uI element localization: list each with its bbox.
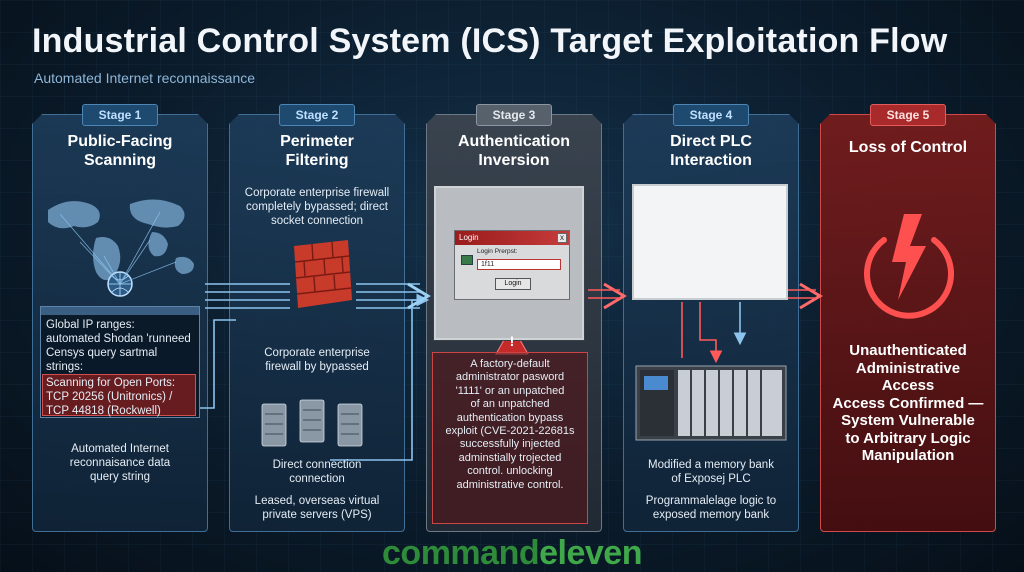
warning-box [432,352,588,524]
login-button[interactable]: Login [495,278,531,290]
server-rack-icon [261,399,363,447]
password-input[interactable]: 1f11 [477,259,561,270]
broken-power-icon [864,237,954,319]
stage-2-footer: Leased, overseas virtual private servers… [254,495,380,521]
computer-icon [461,255,473,265]
page-subtitle: Automated Internet reconnaissance [34,70,256,86]
stage-4-mid-text: Modified a memory bank of Exposej PLC [648,459,774,485]
stage-5-title: Loss of Control [848,139,968,156]
login-prompt: Login Prerpst: [477,248,518,255]
firewall-icon [294,240,352,308]
stage-1-footer: Automated Internet reconnaisance data qu… [69,443,171,483]
stage-3-tab: Stage 3 [476,104,552,126]
brand-logo: commandeleven [382,534,642,572]
stage-5-tab: Stage 5 [870,104,946,126]
stage-2-tab: Stage 2 [279,104,355,126]
stage-4-tab: Stage 4 [673,104,749,126]
login-dialog-titlebar: Login [455,231,569,245]
lightning-bolt-icon [892,214,926,300]
stage-5-panel [820,114,996,532]
world-map-icon [48,199,194,281]
stage-2-panel [229,114,405,532]
page-title: Industrial Control System (ICS) Target E… [32,22,948,60]
stage-4-footer: Programmalelage logic to exposed memory … [645,495,777,521]
stage-1-tab: Stage 1 [82,104,158,126]
close-icon[interactable]: x [557,233,567,243]
login-dialog: Login x Login Prerpst: 1f11 Login [454,230,570,300]
warning-exclamation: ! [509,333,515,349]
stage-2-mid-text: Corporate enterprise firewall by bypasse… [264,347,370,373]
plc-software-screen [632,184,788,300]
stage-4-panel [623,114,799,532]
stage-2-top-text: Corporate enterprise firewall completely… [244,187,390,227]
stage-3-warning-text: A factory-default administrator pasword … [445,358,575,491]
open-ports-text: Scanning for Open Ports: TCP 20256 (Unit… [46,377,176,417]
plc-rack-icon [635,365,787,441]
stage-5-result-text: Unauthenticated Administrative Access Ac… [832,342,984,464]
ip-ranges-text: Global IP ranges: automated Shodan 'runn… [46,319,191,373]
stage-2-connection-text: Direct connection connection [272,459,362,485]
open-ports-box [42,374,196,416]
